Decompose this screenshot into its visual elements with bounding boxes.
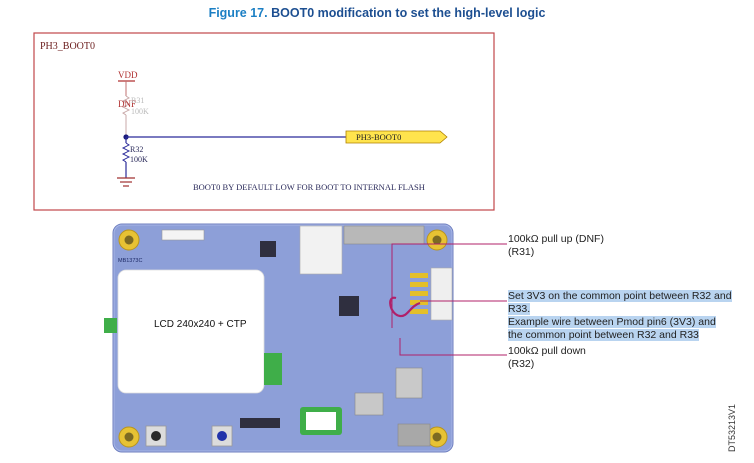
mounting-hole-bottom-left [118,426,140,448]
annotation-pullup-line1: 100kΩ pull up (DNF) [508,233,604,245]
header-block [299,225,343,275]
chip-mcu [339,296,359,316]
wireless-module-label-area [306,412,336,430]
figure-caption: BOOT0 modification to set the high-level… [271,6,546,20]
r32-resistor [121,142,131,163]
r31-value-label: 100K [131,107,149,116]
lcd-panel [117,269,265,394]
r31-dnf-label: DNF [118,99,136,109]
r32-ref-label: R32 [130,145,143,154]
callout-pullup-line [391,243,507,328]
mounting-hole-top-left [118,229,140,251]
net-tag-shape [345,130,448,144]
document-id: DT53213V1 [727,403,737,452]
schematic-panel: PH3_BOOT0 VDD DNF R31 100K PH3-BOOT0 R32… [33,32,495,211]
reset-button [145,425,167,447]
schematic-net-label: PH3_BOOT0 [40,41,95,52]
annotation-set-line2: Example wire between Pmod pin6 (3V3) and [508,316,716,328]
r32-value-label: 100K [130,155,148,164]
board-image: MB1373C LCD 240x240 + CTP [104,223,454,453]
user-button [211,425,233,447]
pin-header-top [343,225,425,245]
example-wire [389,296,421,318]
vdd-label: VDD [118,70,138,80]
annotation-pulldown-line2: (R32) [508,358,535,370]
lcd-label: LCD 240x240 + CTP [154,319,247,330]
annotation-pulldown-line1: 100kΩ pull down [508,345,586,357]
ground-icon [117,177,135,187]
callout-pulldown-line [399,338,507,356]
annotation-pullup: 100kΩ pull up (DNF) (R31) [508,233,604,259]
transistor-row [240,418,280,428]
annotation-set-line3: the common point between R32 and R33 [508,329,699,341]
sd-slot [354,392,384,416]
board-silk-id: MB1373C [118,258,142,264]
green-component [264,353,282,385]
net-tag-label: PH3-BOOT0 [356,132,401,142]
annotation-pulldown: 100kΩ pull down (R32) [508,345,586,371]
mounting-hole-bottom-right [426,426,448,448]
fpc-connector [161,229,205,241]
schematic-note: BOOT0 BY DEFAULT LOW FOR BOOT TO INTERNA… [193,182,425,192]
callout-lines [391,243,507,356]
annotation-set-3v3: Set 3V3 on the common point between R32 … [508,290,754,342]
pin-header-bottom [397,423,431,447]
annotation-pullup-line2: (R31) [508,246,535,258]
figure-number: Figure 17. [208,6,268,20]
schematic-frame [33,32,495,211]
pmod-connector [430,267,453,321]
connector-right [395,367,423,399]
chip-1 [260,241,276,257]
r31-resistor [121,95,131,116]
r31-ref-label: R31 [131,96,144,105]
annotation-set-line1: Set 3V3 on the common point between R32 … [508,290,732,315]
figure-title: Figure 17. BOOT0 modification to set the… [0,6,754,20]
mounting-hole-top-right [426,229,448,251]
lcd-green-tab [104,318,117,333]
